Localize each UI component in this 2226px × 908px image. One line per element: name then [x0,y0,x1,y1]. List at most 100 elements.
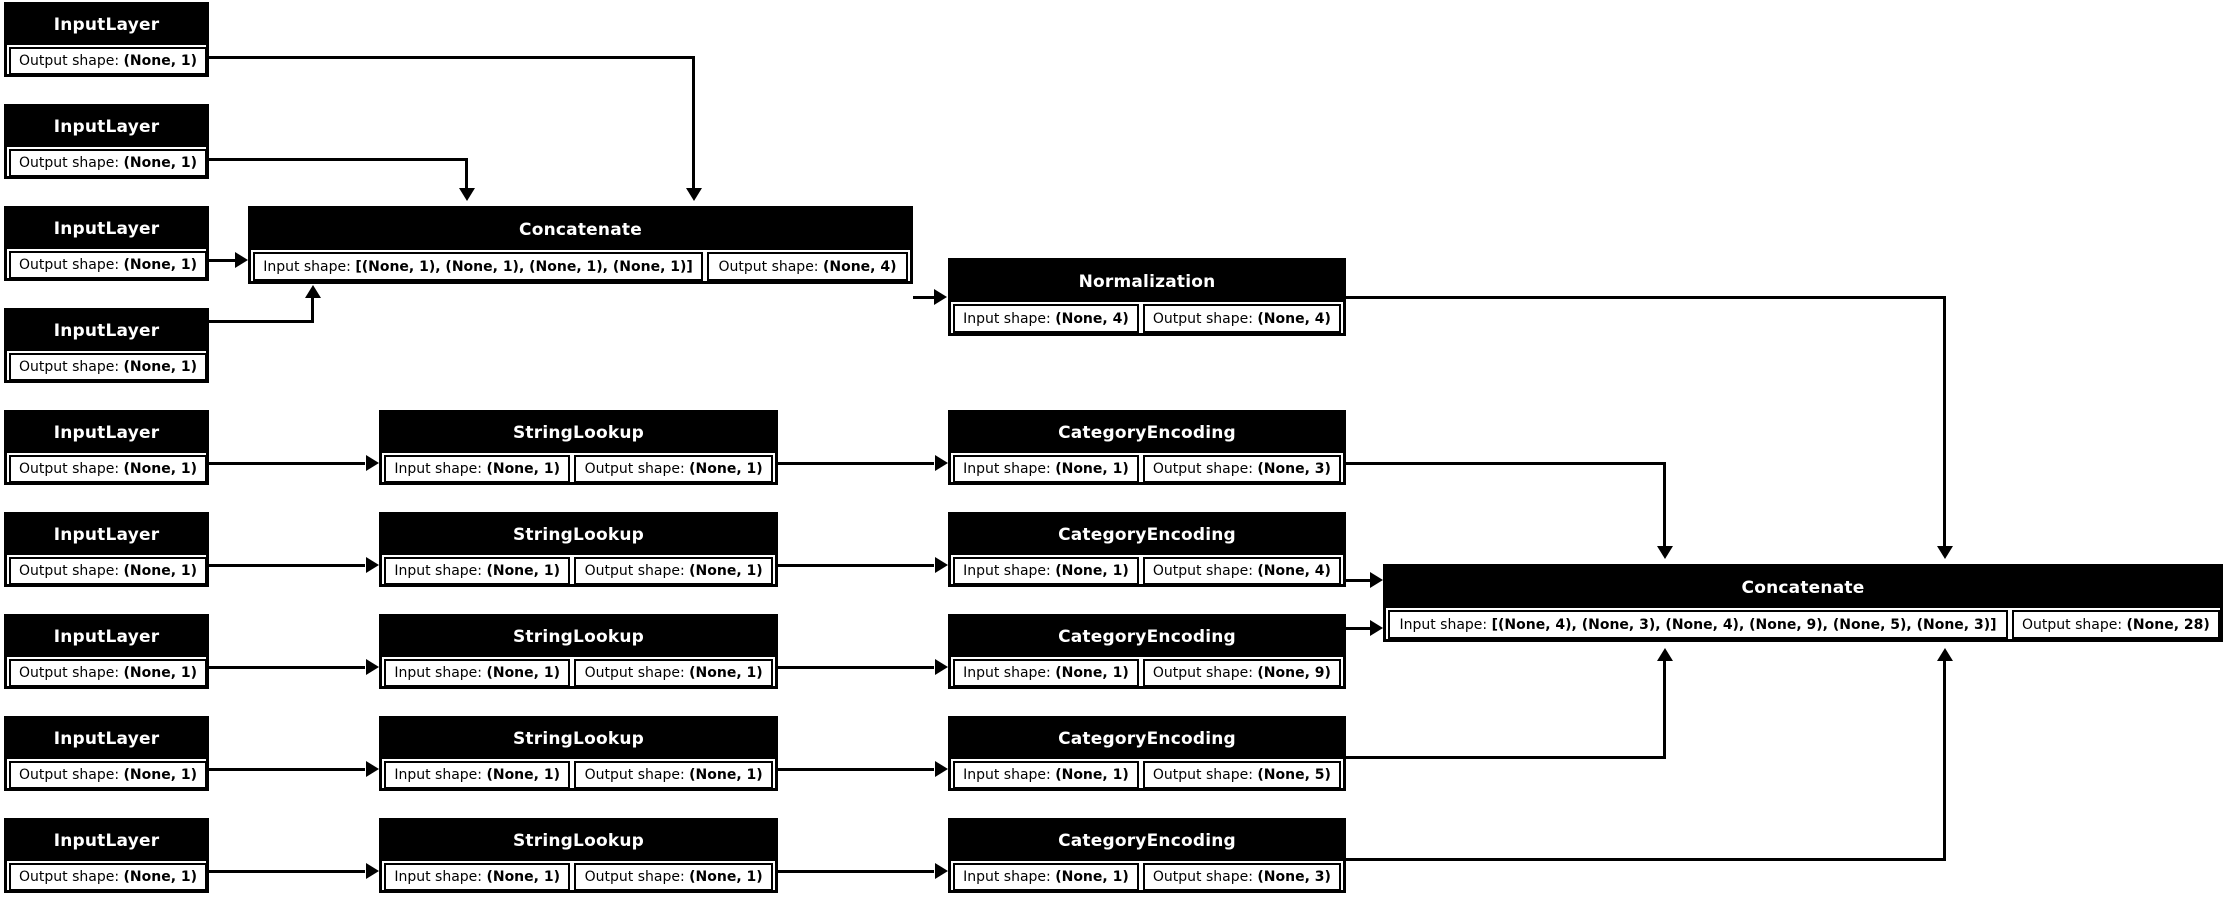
node-shape-row: Output shape: (None, 1) [7,861,208,893]
node-category-encoding-4[interactable]: CategoryEncoding Input shape: (None, 1) … [948,716,1346,791]
input-shape-label: Input shape: [963,310,1051,327]
output-shape-label: Output shape: [1152,461,1253,477]
output-shape-label: Output shape: [1152,767,1253,783]
node-input-layer-numeric-1[interactable]: InputLayer Output shape: (None, 1) [4,2,209,77]
input-shape-cell: Input shape: [(None, 1), (None, 1), (Non… [253,252,703,281]
input-shape-cell: Input shape: (None, 1) [384,557,571,585]
output-shape-value: (None, 1) [123,869,198,885]
output-shape-cell: Output shape: (None, 28) [2012,610,2220,639]
node-normalization[interactable]: Normalization Input shape: (None, 4) Out… [948,258,1346,336]
node-title: StringLookup [382,821,775,861]
node-title: InputLayer [7,413,206,453]
input-shape-value: (None, 1) [486,767,560,783]
edge-row5-encoding-arrowhead [1937,648,1953,661]
node-input-layer-numeric-3[interactable]: InputLayer Output shape: (None, 1) [4,206,209,281]
output-shape-value: (None, 4) [1257,310,1331,327]
edge-input3-to-concat-h [209,259,237,262]
edge-row2-encoding-arrowhead [1370,572,1383,588]
node-string-lookup-5[interactable]: StringLookup Input shape: (None, 1) Outp… [379,818,778,893]
output-shape-value: (None, 28) [2126,616,2210,633]
input-shape-cell: Input shape: (None, 1) [953,761,1139,789]
node-input-layer-categorical-4[interactable]: InputLayer Output shape: (None, 1) [4,716,209,791]
output-shape-cell: Output shape: (None, 1) [574,557,773,585]
node-string-lookup-3[interactable]: StringLookup Input shape: (None, 1) Outp… [379,614,778,689]
output-shape-cell: Output shape: (None, 4) [1142,557,1341,585]
input-shape-cell: Input shape: (None, 1) [953,863,1139,891]
edge-row1-lookup-to-encoding [778,462,934,465]
input-shape-cell: Input shape: (None, 1) [384,659,571,687]
output-shape-label: Output shape: [19,359,120,375]
edge-row5-encoding-to-final-v [1943,660,1946,861]
edge-normalization-to-final-arrowhead [1937,546,1953,559]
edge-row1-encoding-arrowhead [1657,546,1673,559]
edge-input1-to-concat-h [209,56,695,59]
edge-input4-arrowhead [305,285,321,298]
edge-row4-input-arrowhead [366,761,379,777]
node-shape-row: Input shape: (None, 1) Output shape: (No… [382,555,775,587]
output-shape-label: Output shape: [718,258,819,275]
output-shape-value: (None, 3) [1257,869,1331,885]
node-string-lookup-2[interactable]: StringLookup Input shape: (None, 1) Outp… [379,512,778,587]
node-shape-row: Output shape: (None, 1) [7,45,208,77]
node-shape-row: Input shape: (None, 1) Output shape: (No… [951,453,1343,485]
node-shape-row: Output shape: (None, 1) [7,759,208,791]
input-shape-value: (None, 1) [486,665,560,681]
node-concatenate-final[interactable]: Concatenate Input shape: [(None, 4), (No… [1383,564,2223,642]
output-shape-label: Output shape: [584,665,685,681]
node-title: InputLayer [7,719,206,759]
output-shape-label: Output shape: [584,869,685,885]
node-input-layer-categorical-2[interactable]: InputLayer Output shape: (None, 1) [4,512,209,587]
edge-row2-lookup-to-encoding [778,564,934,567]
edge-normalization-to-final-h [1346,296,1946,299]
output-shape-value: (None, 1) [689,665,763,681]
output-shape-value: (None, 4) [822,258,897,275]
input-shape-value: (None, 1) [1055,461,1129,477]
output-shape-cell: Output shape: (None, 1) [9,149,208,177]
node-title: InputLayer [7,209,206,249]
input-shape-value: [(None, 4), (None, 3), (None, 4), (None,… [1491,616,1997,633]
output-shape-value: (None, 9) [1257,665,1331,681]
node-shape-row: Input shape: (None, 1) Output shape: (No… [382,759,775,791]
input-shape-value: (None, 1) [1055,665,1129,681]
output-shape-value: (None, 4) [1257,563,1331,579]
output-shape-value: (None, 3) [1257,461,1331,477]
output-shape-value: (None, 1) [689,869,763,885]
node-shape-row: Input shape: [(None, 1), (None, 1), (Non… [251,250,910,283]
edge-row4-lookup-to-encoding [778,768,934,771]
edge-input4-to-concat-h [209,320,314,323]
output-shape-cell: Output shape: (None, 4) [707,252,908,281]
output-shape-value: (None, 1) [123,461,198,477]
node-input-layer-numeric-2[interactable]: InputLayer Output shape: (None, 1) [4,104,209,179]
output-shape-cell: Output shape: (None, 4) [1142,304,1341,333]
output-shape-cell: Output shape: (None, 1) [574,863,773,891]
edge-input2-to-concat-h [209,158,468,161]
input-shape-label: Input shape: [963,767,1051,783]
output-shape-label: Output shape: [19,767,120,783]
node-concatenate-numeric[interactable]: Concatenate Input shape: [(None, 1), (No… [248,206,913,284]
input-shape-cell: Input shape: (None, 1) [953,455,1139,483]
edge-row2-encoding-to-final-h [1346,579,1372,582]
node-input-layer-numeric-4[interactable]: InputLayer Output shape: (None, 1) [4,308,209,383]
edge-row4-encoding-to-final-h [1346,756,1666,759]
node-input-layer-categorical-3[interactable]: InputLayer Output shape: (None, 1) [4,614,209,689]
node-string-lookup-4[interactable]: StringLookup Input shape: (None, 1) Outp… [379,716,778,791]
node-title: Concatenate [1386,567,2220,608]
node-title: StringLookup [382,719,775,759]
output-shape-label: Output shape: [584,461,685,477]
edge-row1-encoding-to-final-v [1663,462,1666,548]
node-shape-row: Output shape: (None, 1) [7,555,208,587]
output-shape-value: (None, 1) [689,767,763,783]
node-input-layer-categorical-5[interactable]: InputLayer Output shape: (None, 1) [4,818,209,893]
edge-input3-arrowhead [235,252,248,268]
node-title: StringLookup [382,413,775,453]
node-category-encoding-3[interactable]: CategoryEncoding Input shape: (None, 1) … [948,614,1346,689]
edge-input2-arrowhead [459,188,475,201]
node-input-layer-categorical-1[interactable]: InputLayer Output shape: (None, 1) [4,410,209,485]
node-category-encoding-2[interactable]: CategoryEncoding Input shape: (None, 1) … [948,512,1346,587]
node-category-encoding-1[interactable]: CategoryEncoding Input shape: (None, 1) … [948,410,1346,485]
edge-row5-input-arrowhead [366,863,379,879]
node-string-lookup-1[interactable]: StringLookup Input shape: (None, 1) Outp… [379,410,778,485]
edge-row3-encoding-to-final-h [1346,627,1372,630]
edge-row2-input-to-lookup [209,564,365,567]
node-category-encoding-5[interactable]: CategoryEncoding Input shape: (None, 1) … [948,818,1346,893]
